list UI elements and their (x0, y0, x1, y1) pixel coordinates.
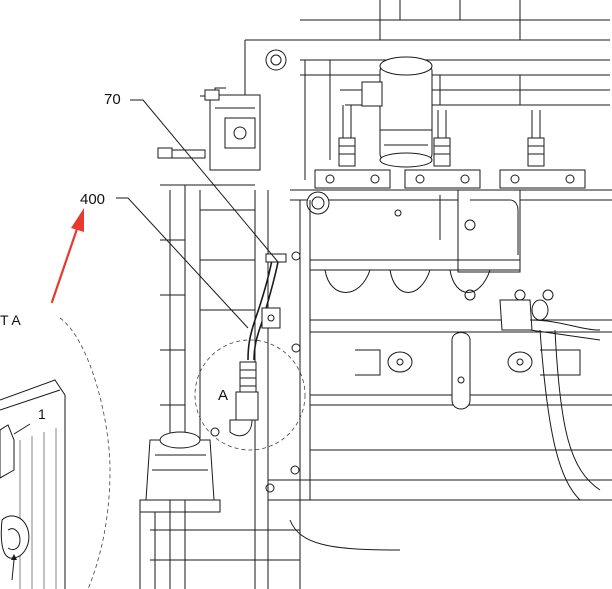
detail-view (0, 317, 111, 589)
sensor-body (239, 361, 257, 393)
harness-bracket (261, 307, 281, 329)
engine-body (139, 0, 612, 589)
injector-2 (433, 110, 451, 167)
callout-70: 70 (104, 91, 121, 108)
detail-component-upper (0, 424, 15, 479)
leader-1 (13, 423, 31, 435)
filter-canister (379, 64, 433, 161)
injector-1 (338, 105, 356, 167)
harness-clip (265, 253, 287, 263)
sensor-harness (229, 253, 287, 437)
bolt-top (265, 49, 287, 71)
harness-cable (247, 259, 273, 361)
leader-70 (130, 99, 279, 263)
leader-400 (116, 197, 249, 329)
detail-circle-boundary (59, 317, 111, 589)
head-bolt (306, 191, 330, 215)
drain-tube (451, 332, 471, 410)
detail-a-circle (194, 339, 306, 451)
red-pointer-arrow (50, 208, 84, 304)
detail-component-lower (0, 515, 30, 559)
detail-marker-a: A (218, 387, 228, 404)
injector-3 (527, 110, 545, 167)
manifold-plate (457, 189, 521, 273)
callout-400: 400 (80, 191, 105, 208)
detail-title: T A (0, 312, 21, 328)
canister-fitting (361, 81, 383, 107)
callout-1: 1 (38, 406, 46, 422)
leader-lines (116, 99, 279, 329)
